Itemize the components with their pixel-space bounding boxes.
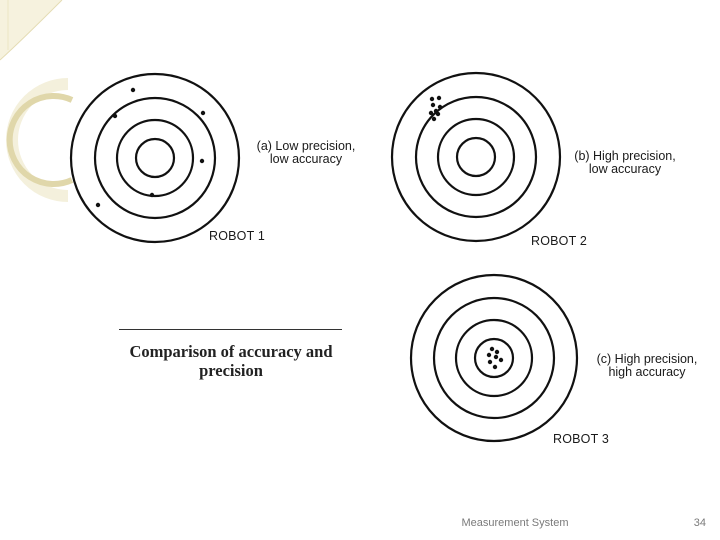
caption-rule (119, 329, 342, 330)
target-label-robot3: (c) High precision, high accuracy (585, 353, 709, 379)
target-robot1 (69, 72, 241, 244)
hit-group (95, 87, 206, 208)
target-label-robot1: (a) Low precision, low accuracy (246, 140, 366, 166)
decor-arc-inner (6, 93, 74, 187)
hit-dot (492, 364, 498, 370)
decorative-arc (6, 78, 74, 202)
hit-dot (436, 95, 442, 101)
target-rings (409, 273, 579, 443)
hit-dot (435, 111, 441, 117)
label-line: low accuracy (588, 162, 662, 176)
robot-name-2: ROBOT 2 (531, 234, 588, 248)
hit-dot (430, 102, 436, 108)
target-ring (115, 118, 195, 198)
target-label-robot2: (b) High precision, low accuracy (563, 150, 687, 176)
hit-group (428, 95, 443, 122)
hit-dot (486, 352, 492, 358)
hit-dot (428, 110, 434, 116)
target-ring (409, 273, 579, 443)
hit-dot (199, 158, 205, 164)
hit-dot (493, 354, 499, 360)
decorative-corner (0, 0, 63, 61)
label-line: (c) High precision, (596, 352, 698, 366)
target-rings (69, 72, 241, 244)
hit-dot (112, 113, 118, 119)
target-ring (69, 72, 241, 244)
target-ring (390, 71, 562, 243)
slide-number: 34 (693, 517, 706, 529)
target-ring (473, 337, 515, 379)
target-robot3 (409, 273, 579, 443)
hit-dot (431, 116, 437, 122)
target-ring (454, 318, 534, 398)
hit-dot (487, 359, 493, 365)
target-ring (455, 136, 497, 178)
hit-dot (498, 357, 504, 363)
label-line: high accuracy (608, 365, 686, 379)
hit-dot (149, 192, 155, 198)
label-line: (b) High precision, (574, 149, 676, 163)
robot-name-1: ROBOT 1 (209, 229, 266, 243)
decor-corner-line (0, 0, 63, 61)
hit-dot (200, 110, 206, 116)
robot-name-3: ROBOT 3 (553, 432, 610, 446)
hit-dot (489, 346, 495, 352)
target-ring (134, 137, 176, 179)
footer-text: Measurement System (461, 517, 569, 529)
caption-line: Comparison of accuracy and (129, 342, 333, 361)
target-ring (414, 95, 538, 219)
hit-dot (429, 96, 435, 102)
target-robot2 (390, 71, 562, 243)
label-line: low accuracy (269, 152, 343, 166)
figure-caption: Comparison of accuracy and precision (118, 342, 344, 380)
label-line: (a) Low precision, (256, 139, 356, 153)
target-ring (436, 117, 516, 197)
hit-group (486, 346, 504, 370)
caption-line: precision (199, 361, 263, 380)
target-rings (390, 71, 562, 243)
hit-dot (130, 87, 136, 93)
target-ring (93, 96, 217, 220)
hit-dot (437, 104, 443, 110)
target-ring (432, 296, 556, 420)
hit-dot (494, 349, 500, 355)
hit-dot (95, 202, 101, 208)
